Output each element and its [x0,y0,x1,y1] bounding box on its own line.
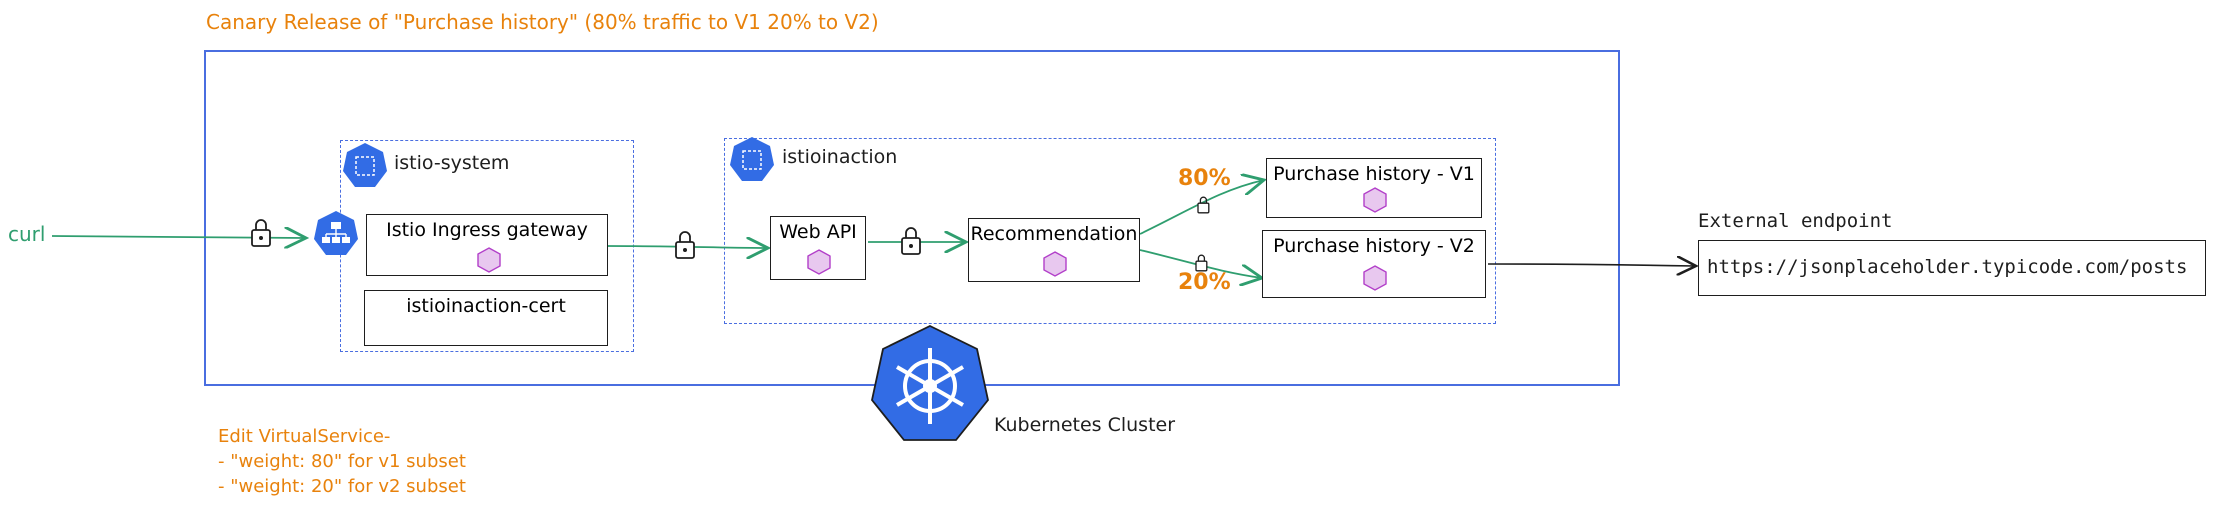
web-api-box: Web API [770,216,866,280]
v1-weight-label: 80% [1178,166,1231,191]
purchase-history-v2-label: Purchase history - V2 [1273,235,1475,257]
arrow-curl-to-ingress [51,236,306,238]
external-endpoint-url: https://jsonplaceholder.typicode.com/pos… [1707,256,2188,278]
kubernetes-cluster-label: Kubernetes Cluster [994,414,1176,436]
namespace-istio-system-label: istio-system [394,152,510,174]
namespace-istioinaction-label: istioinaction [782,146,898,168]
k8s-pod-icon [1363,187,1387,213]
istioinaction-cert-box: istioinaction-cert [364,290,608,346]
ingress-gateway-label: Istio Ingress gateway [386,219,588,241]
k8s-service-icon [314,211,358,255]
v2-weight-label: 20% [1178,270,1231,295]
ingress-gateway-box: Istio Ingress gateway [366,214,608,276]
note-line: - "weight: 20" for v2 subset [218,476,466,497]
arrow-recommendation-to-v1 [1139,180,1264,235]
k8s-pod-icon [807,249,831,275]
lock-icon [1197,196,1210,214]
note-line: Edit VirtualService- [218,426,391,447]
lock-icon [1195,254,1208,272]
k8s-pod-icon [477,247,501,273]
namespace-istioinaction-frame [724,138,1496,324]
k8s-helm-wheel-icon [871,324,989,441]
recommendation-box: Recommendation [968,218,1140,282]
istioinaction-cert-label: istioinaction-cert [406,295,566,317]
notes-block: Edit VirtualService- - "weight: 80" for … [218,424,466,499]
curl-label: curl [8,222,46,246]
purchase-history-v1-label: Purchase history - V1 [1273,163,1475,185]
recommendation-label: Recommendation [970,223,1138,245]
lock-icon [675,231,695,259]
lock-icon [901,227,921,255]
note-line: - "weight: 80" for v1 subset [218,451,466,472]
lock-icon [251,219,271,247]
purchase-history-v2-box: Purchase history - V2 [1262,230,1486,298]
arrow-v2-to-external [1487,264,1696,266]
external-endpoint-heading: External endpoint [1698,210,1893,232]
k8s-namespace-icon [730,137,774,181]
diagram-title: Canary Release of "Purchase history" (80… [206,10,879,34]
k8s-pod-icon [1043,251,1067,277]
k8s-namespace-icon [343,143,387,187]
arrow-ingress-to-webapi [607,246,768,248]
web-api-label: Web API [779,221,857,243]
external-endpoint-box: https://jsonplaceholder.typicode.com/pos… [1698,240,2206,296]
k8s-pod-icon [1363,265,1387,291]
purchase-history-v1-box: Purchase history - V1 [1266,158,1482,218]
